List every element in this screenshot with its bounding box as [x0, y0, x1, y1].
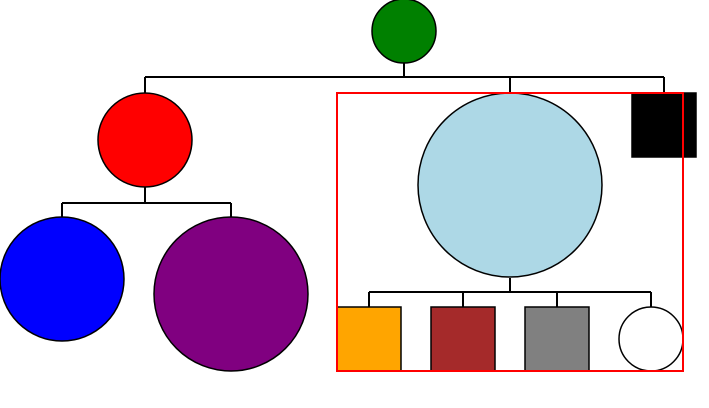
node-right-child [417, 92, 603, 278]
node-right-square [631, 92, 697, 158]
node-right-leaf-3 [524, 306, 590, 372]
node-root [371, 0, 437, 64]
node-left-leaf-1 [0, 216, 125, 342]
node-right-leaf-2 [430, 306, 496, 372]
node-left-leaf-2 [153, 216, 309, 372]
highlight-frame [336, 92, 684, 372]
tree-connectors [61, 63, 665, 307]
node-right-leaf-1 [336, 306, 402, 372]
node-right-leaf-4 [618, 306, 684, 372]
node-left-child [97, 92, 193, 188]
